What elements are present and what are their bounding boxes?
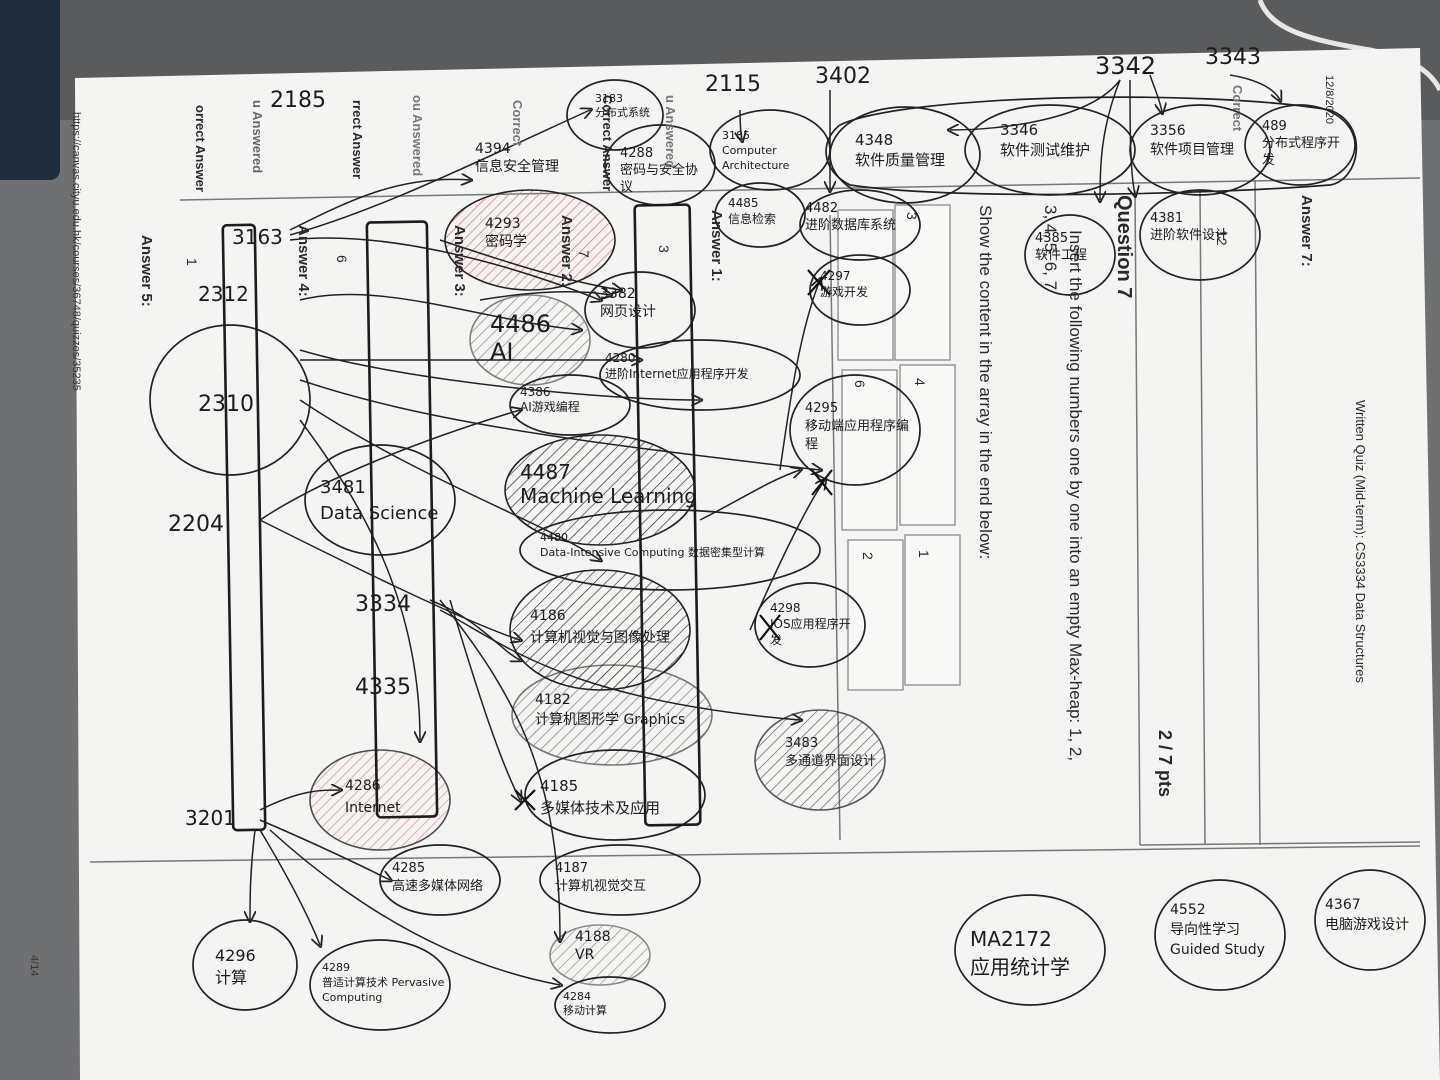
hand-3334: 3334	[355, 592, 411, 617]
hand-2310: 2310	[198, 392, 254, 417]
hand-2312: 2312	[198, 282, 249, 306]
answer-1-label: Answer 1:	[708, 210, 725, 282]
hand-3201: 3201	[185, 806, 236, 830]
cell-1: 1	[916, 550, 932, 558]
laptop-corner	[0, 0, 60, 180]
hand-2115: 2115	[705, 72, 761, 97]
answer-4-label: Answer 4:	[295, 225, 312, 297]
answer-value-4: 6	[334, 255, 350, 263]
you-answered-4: ou Answered	[410, 95, 425, 177]
hand-3342: 3342	[1095, 52, 1157, 80]
answer-5-label: Answer 5:	[138, 235, 155, 307]
answer-7-label: Answer 7:	[1298, 195, 1315, 267]
page-url: https://canvas.cityu.edu.hk/courses/3674…	[70, 112, 82, 391]
hand-4335: 4335	[355, 675, 411, 700]
page-number: 4/14	[28, 955, 40, 977]
question-line-3: Show the content in the array in the end…	[976, 205, 995, 560]
question-title: Question 7	[1113, 195, 1135, 299]
hand-3402: 3402	[815, 64, 871, 89]
hand-3343: 3343	[1205, 45, 1261, 70]
hand-3163: 3163	[232, 225, 283, 249]
question-line-1: Insert the following numbers one by one …	[1066, 230, 1085, 762]
question-points: 2 / 7 pts	[1155, 730, 1175, 798]
hand-2204: 2204	[168, 512, 224, 537]
header-title: Written Quiz (Mid-term): CS3334 Data Str…	[1353, 400, 1368, 683]
hand-2185: 2185	[270, 88, 326, 113]
cell-6: 6	[852, 380, 868, 388]
answer-value-2: 7	[576, 250, 592, 258]
you-answered-5: u Answered	[250, 100, 265, 174]
cell-4: 4	[912, 378, 928, 386]
answer-value-5: 1	[184, 258, 200, 266]
correct-answer-4: rrect Answer	[350, 100, 365, 179]
answer-3-label: Answer 3:	[451, 225, 468, 297]
answer-value-1: 3	[656, 245, 672, 253]
header-date: 12/8/2020	[1323, 75, 1335, 124]
correct-answer-5: orrect Answer	[193, 105, 208, 192]
cell-2: 2	[860, 552, 876, 560]
